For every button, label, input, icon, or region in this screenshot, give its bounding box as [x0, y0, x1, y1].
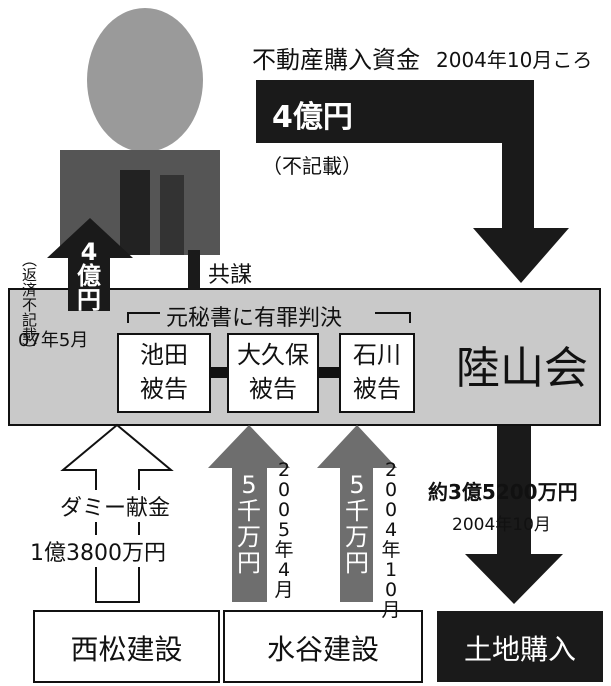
arrow2-amount: 5千万円: [345, 471, 369, 577]
defendant-ishikawa: 石川 被告: [340, 338, 414, 406]
box-nishimatsu-frame: [33, 610, 220, 683]
defendant-role: 被告: [249, 375, 297, 403]
defendant-name: 大久保: [237, 341, 309, 369]
defendant-box-ishikawa: [339, 333, 415, 413]
box-nishimatsu: 西松建設: [70, 633, 183, 666]
box-mizutani: 水谷建設: [266, 633, 379, 666]
amount-4oku: 4億円: [272, 100, 353, 135]
repaid-arrow: [47, 218, 133, 311]
defendant-role: 被告: [353, 375, 401, 403]
funding-label: 不動産購入資金: [252, 46, 420, 74]
conspiracy-line: [188, 250, 200, 290]
repaid-amount: 4億円: [77, 238, 101, 314]
defendant-role: 被告: [140, 375, 188, 403]
funding-arrow: [256, 80, 569, 283]
defendant-box-ikeda: [117, 333, 211, 413]
defendant-name: 石川: [353, 341, 401, 369]
dummy-amount: 1億3800万円: [30, 535, 166, 567]
defendant-box-okubo: [227, 333, 319, 413]
gray-arrow-2: [317, 425, 397, 602]
box-land: 土地購入: [463, 633, 576, 666]
box-land-frame: [437, 611, 603, 682]
defendant-ikeda: 池田 被告: [118, 338, 210, 406]
verdict-bracket: [127, 312, 411, 323]
conspiracy-label: 共謀: [208, 263, 253, 288]
defendant-okubo: 大久保 被告: [228, 338, 318, 406]
unrecorded-label: （不記載）: [262, 154, 362, 178]
land-arrow: [465, 426, 563, 604]
repaid-date: 07年5月: [18, 330, 89, 351]
repaid-note: （返済不記載）: [20, 252, 38, 357]
gray-arrow-1: [208, 425, 290, 602]
defendant-name: 池田: [140, 341, 188, 369]
group-name: 陸山会: [456, 343, 588, 394]
funding-date: 2004年10月ころ: [436, 48, 593, 72]
verdict-header: 元秘書に有罪判決: [166, 306, 343, 331]
arrow1-date: 2005年4月: [274, 459, 294, 601]
box-mizutani-frame: [223, 610, 423, 683]
dummy-label: ダミー献金: [60, 490, 171, 522]
politician-photo: [52, 0, 227, 255]
land-date: 2004年10月: [452, 515, 551, 535]
arrow1-amount: 5千万円: [237, 471, 261, 577]
connector-1: [210, 367, 230, 378]
connector-2: [318, 367, 340, 378]
arrow2-date: 2004年10月: [381, 459, 401, 621]
land-amount: 約3億5200万円: [428, 480, 578, 504]
